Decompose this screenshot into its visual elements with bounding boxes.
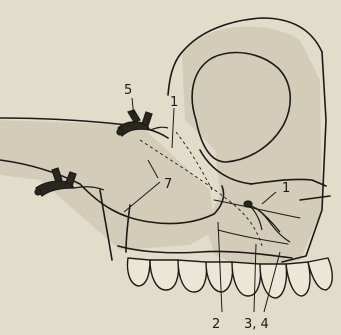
label-7: 7	[164, 177, 172, 192]
label-1-right: 1	[282, 181, 290, 196]
bone-shading	[0, 26, 322, 270]
teeth-row	[127, 258, 332, 298]
label-3-4: 3, 4	[244, 317, 269, 332]
label-1-top: 1	[170, 95, 178, 110]
label-5: 5	[124, 83, 132, 98]
label-2: 2	[212, 317, 220, 332]
